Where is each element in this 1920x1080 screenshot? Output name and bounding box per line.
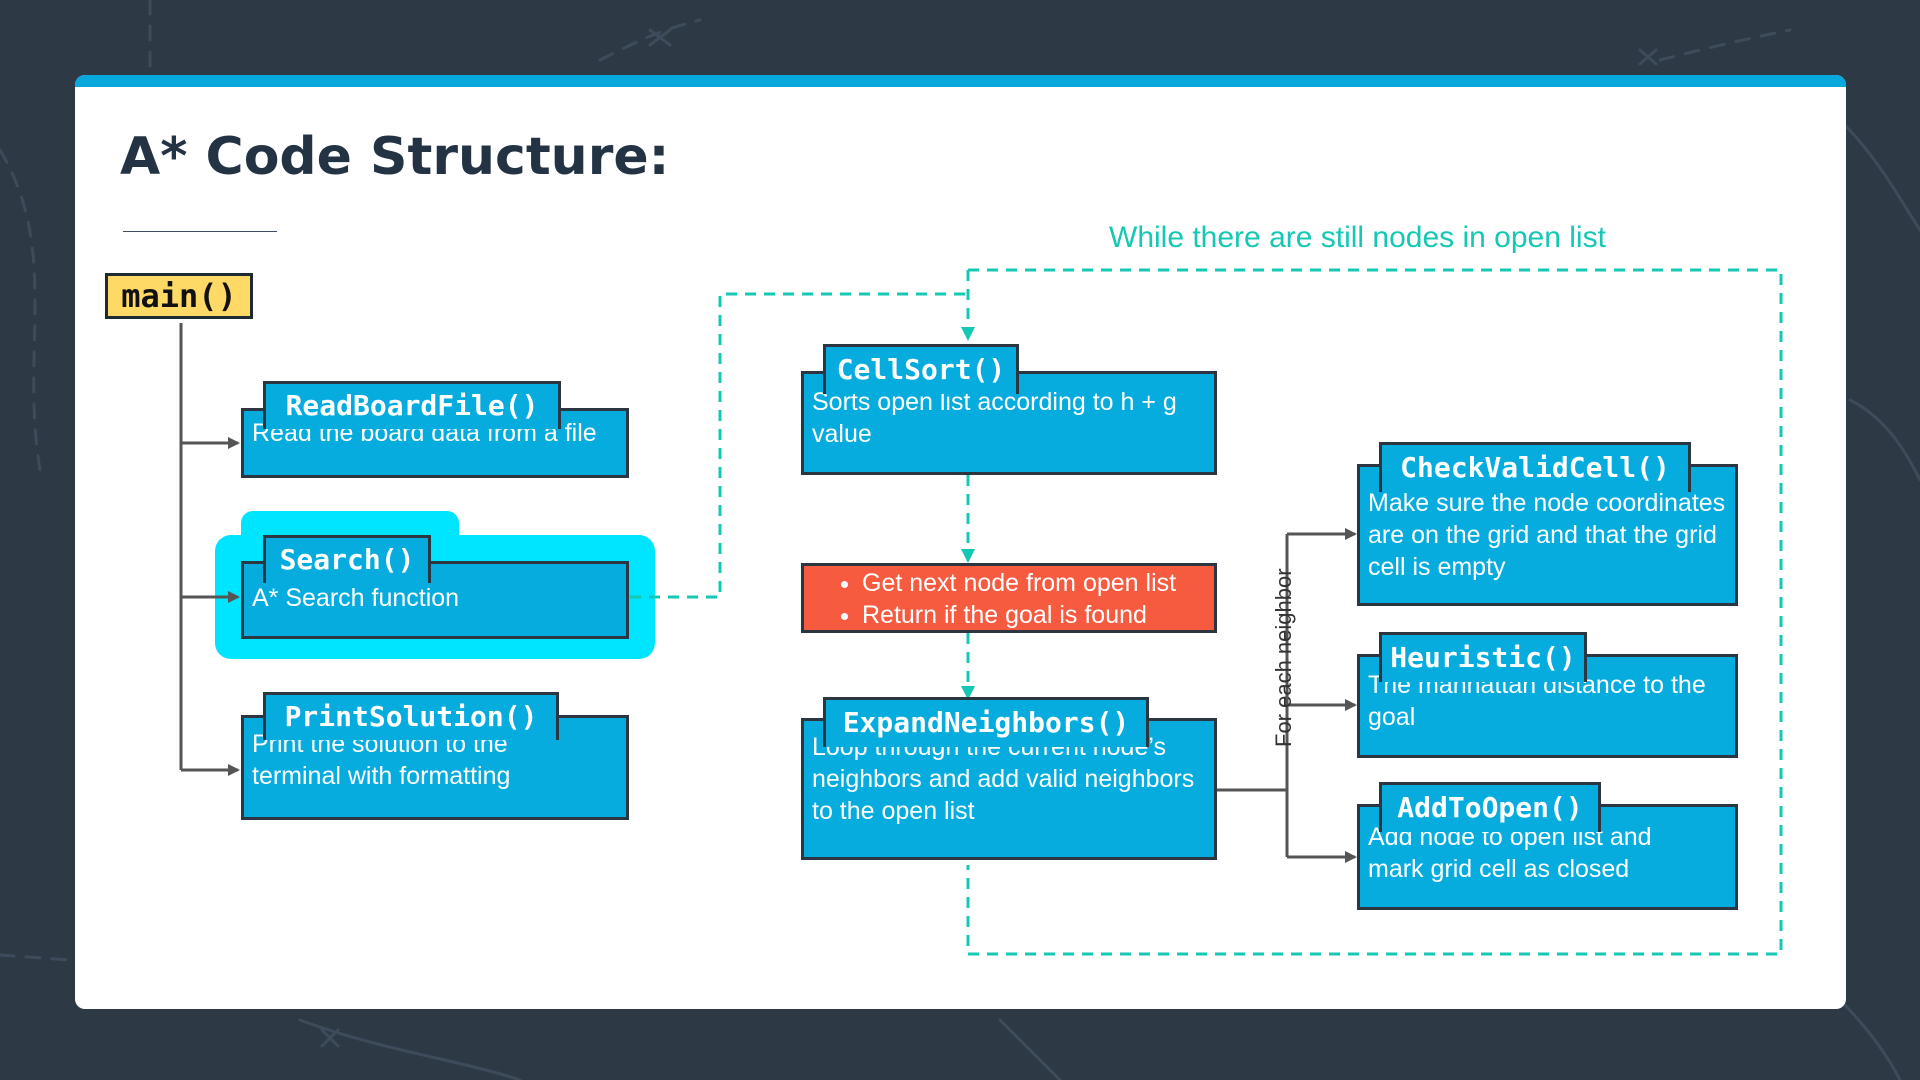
- expand-neighbors-tab: ExpandNeighbors(): [823, 697, 1149, 747]
- while-loop-lines: [630, 268, 1783, 956]
- read-board-tab: ReadBoardFile(): [263, 381, 561, 429]
- while-loop-label: While there are still nodes in open list: [1109, 221, 1606, 254]
- loop-steps-box: Get next node from open list Return if t…: [801, 563, 1217, 633]
- loop-step-item: Get next node from open list: [862, 567, 1214, 599]
- check-valid-cell-tab: CheckValidCell(): [1379, 442, 1691, 492]
- print-solution-tab: PrintSolution(): [263, 692, 559, 740]
- for-each-neighbor-label: For each neighbor: [1271, 568, 1296, 747]
- cell-sort-description: Sorts open list according to h + g value: [812, 388, 1177, 448]
- main-tree-lines: [179, 323, 240, 776]
- check-valid-cell-description: Make sure the node coordinates are on th…: [1368, 489, 1726, 581]
- search-description: A* Search function: [252, 584, 460, 612]
- title-underline: [123, 231, 277, 232]
- loop-step-item: Return if the goal is found: [862, 599, 1214, 631]
- diagram-connectors: [179, 268, 1783, 956]
- slide-card: A* Code Structure:: [75, 75, 1846, 1009]
- heuristic-tab: Heuristic(): [1379, 632, 1587, 682]
- add-to-open-tab: AddToOpen(): [1379, 782, 1601, 832]
- neighbor-branch-lines: [1217, 528, 1357, 863]
- slide-title: A* Code Structure:: [120, 127, 670, 187]
- cell-sort-tab: CellSort(): [823, 344, 1019, 394]
- search-tab: Search(): [263, 535, 431, 583]
- main-function-box: main(): [105, 273, 253, 319]
- card-accent-bar: [75, 75, 1846, 87]
